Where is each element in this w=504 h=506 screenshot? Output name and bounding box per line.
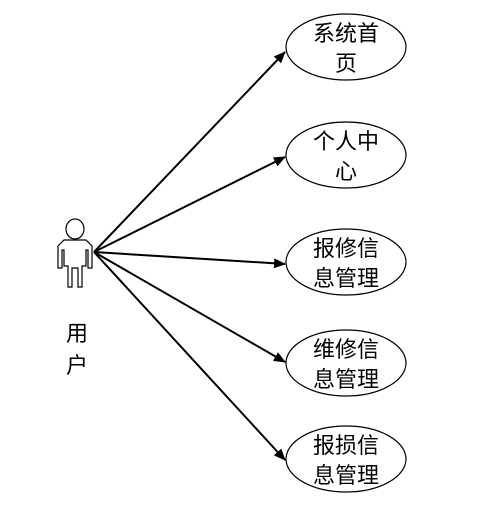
actor-head <box>65 218 85 240</box>
use-case-2-line2: 心 <box>335 160 357 185</box>
use-case-4-line2: 息管理 <box>313 368 379 393</box>
use-case-3-line1: 报修信 <box>313 237 379 262</box>
association-arrow-1 <box>93 51 286 253</box>
use-case-1[interactable]: 系统首 页 <box>285 13 407 81</box>
use-case-4[interactable]: 维修信 息管理 <box>285 329 407 397</box>
use-case-3-line2: 息管理 <box>313 267 379 292</box>
association-arrow-3 <box>93 251 286 269</box>
association-arrow-2 <box>93 156 286 253</box>
use-case-1-line2: 页 <box>335 52 357 77</box>
associations <box>93 51 286 461</box>
association-arrow-5 <box>93 251 286 461</box>
actor-body <box>57 239 93 288</box>
actor-label-line1: 用 <box>66 322 88 347</box>
use-case-3[interactable]: 报修信 息管理 <box>285 228 407 296</box>
use-case-5-line2: 息管理 <box>313 464 379 489</box>
use-case-1-line1: 系统首 <box>313 22 379 47</box>
use-case-5-line1: 报损信 <box>313 434 379 459</box>
use-case-2-line1: 个人中 <box>313 130 379 155</box>
actor-label-line2: 户 <box>66 354 88 379</box>
use-case-4-line1: 维修信 <box>313 338 379 363</box>
use-case-5[interactable]: 报损信 息管理 <box>285 425 407 493</box>
association-arrow-4 <box>93 251 286 363</box>
use-case-2[interactable]: 个人中 心 <box>285 121 407 189</box>
actor-figure <box>57 218 93 288</box>
